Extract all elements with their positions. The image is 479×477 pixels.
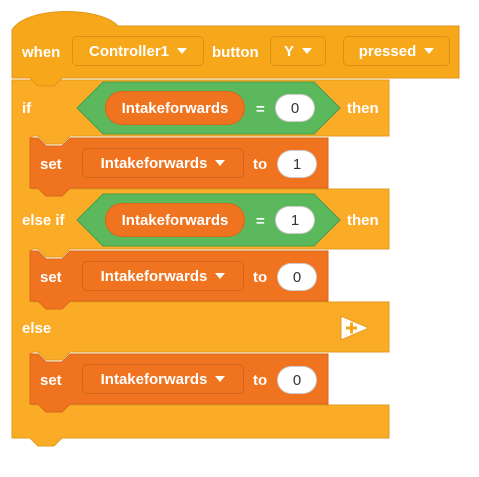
then-label-2: then <box>347 212 379 229</box>
chevron-down-icon <box>215 160 226 166</box>
button-value: Y <box>283 42 294 60</box>
condition-1-operator: = <box>256 101 265 118</box>
set-3-variable: Intakeforwards <box>100 370 208 388</box>
chevron-down-icon <box>177 48 187 54</box>
set-3-variable-dropdown[interactable]: Intakeforwards <box>82 364 244 394</box>
controller-value: Controller1 <box>88 42 169 60</box>
chevron-down-icon <box>215 273 226 279</box>
chevron-down-icon <box>424 48 435 54</box>
controller-dropdown[interactable]: Controller1 <box>72 36 204 66</box>
then-label-1: then <box>347 100 379 117</box>
set-1-variable: Intakeforwards <box>100 154 208 172</box>
set-2-variable: Intakeforwards <box>100 267 208 285</box>
condition-2-operator: = <box>256 213 265 230</box>
condition-2-value[interactable]: 1 <box>275 206 315 234</box>
set-2-variable-dropdown[interactable]: Intakeforwards <box>82 261 244 291</box>
condition-1-variable[interactable]: Intakeforwards <box>105 91 245 125</box>
action-dropdown[interactable]: pressed <box>343 36 450 66</box>
set-1-variable-dropdown[interactable]: Intakeforwards <box>82 148 244 178</box>
chevron-down-icon <box>215 376 226 382</box>
when-hat-block <box>11 11 460 87</box>
to-label-3: to <box>253 372 268 389</box>
action-value: pressed <box>358 42 417 60</box>
set-2-value[interactable]: 0 <box>277 263 317 291</box>
else-label: else <box>22 320 52 337</box>
button-dropdown[interactable]: Y <box>270 36 326 66</box>
condition-2-variable[interactable]: Intakeforwards <box>105 203 245 237</box>
else-if-label: else if <box>22 212 65 229</box>
set-1-value[interactable]: 1 <box>277 150 317 178</box>
set-label-3: set <box>40 372 62 389</box>
to-label-1: to <box>253 156 268 173</box>
when-label: when <box>22 44 61 61</box>
chevron-down-icon <box>302 48 312 54</box>
button-word-label: button <box>212 44 259 61</box>
if-label: if <box>22 100 32 117</box>
to-label-2: to <box>253 269 268 286</box>
plus-icon[interactable] <box>339 314 371 342</box>
set-label-2: set <box>40 269 62 286</box>
set-label-1: set <box>40 156 62 173</box>
set-3-value[interactable]: 0 <box>277 366 317 394</box>
condition-1-value[interactable]: 0 <box>275 94 315 122</box>
